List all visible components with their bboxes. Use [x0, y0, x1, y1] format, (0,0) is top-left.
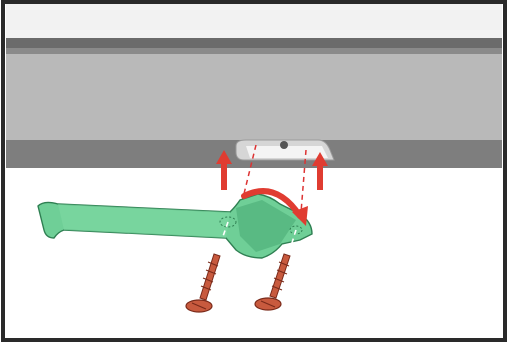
screw-hole-left [219, 216, 237, 228]
screw-right [254, 253, 291, 311]
frame-top-edge [6, 38, 502, 48]
lift-arrows [216, 150, 328, 190]
screw-left [185, 253, 221, 313]
handle-base [236, 200, 296, 252]
screw-hole-right [289, 225, 303, 235]
align-line-left [213, 221, 229, 263]
lever-highlight [58, 204, 230, 238]
window-frame [6, 38, 502, 168]
guide-line-right [299, 149, 307, 226]
frame-face [6, 54, 502, 140]
slot-inner [246, 146, 328, 158]
arrow-up-right-icon [312, 152, 328, 190]
frame-shadow [6, 48, 502, 54]
rotation-arrow-icon [241, 188, 308, 226]
arrow-up-left-icon [216, 150, 232, 190]
slot-screw-hole [280, 141, 288, 149]
handle [37, 193, 313, 259]
wall-upper [6, 4, 502, 38]
